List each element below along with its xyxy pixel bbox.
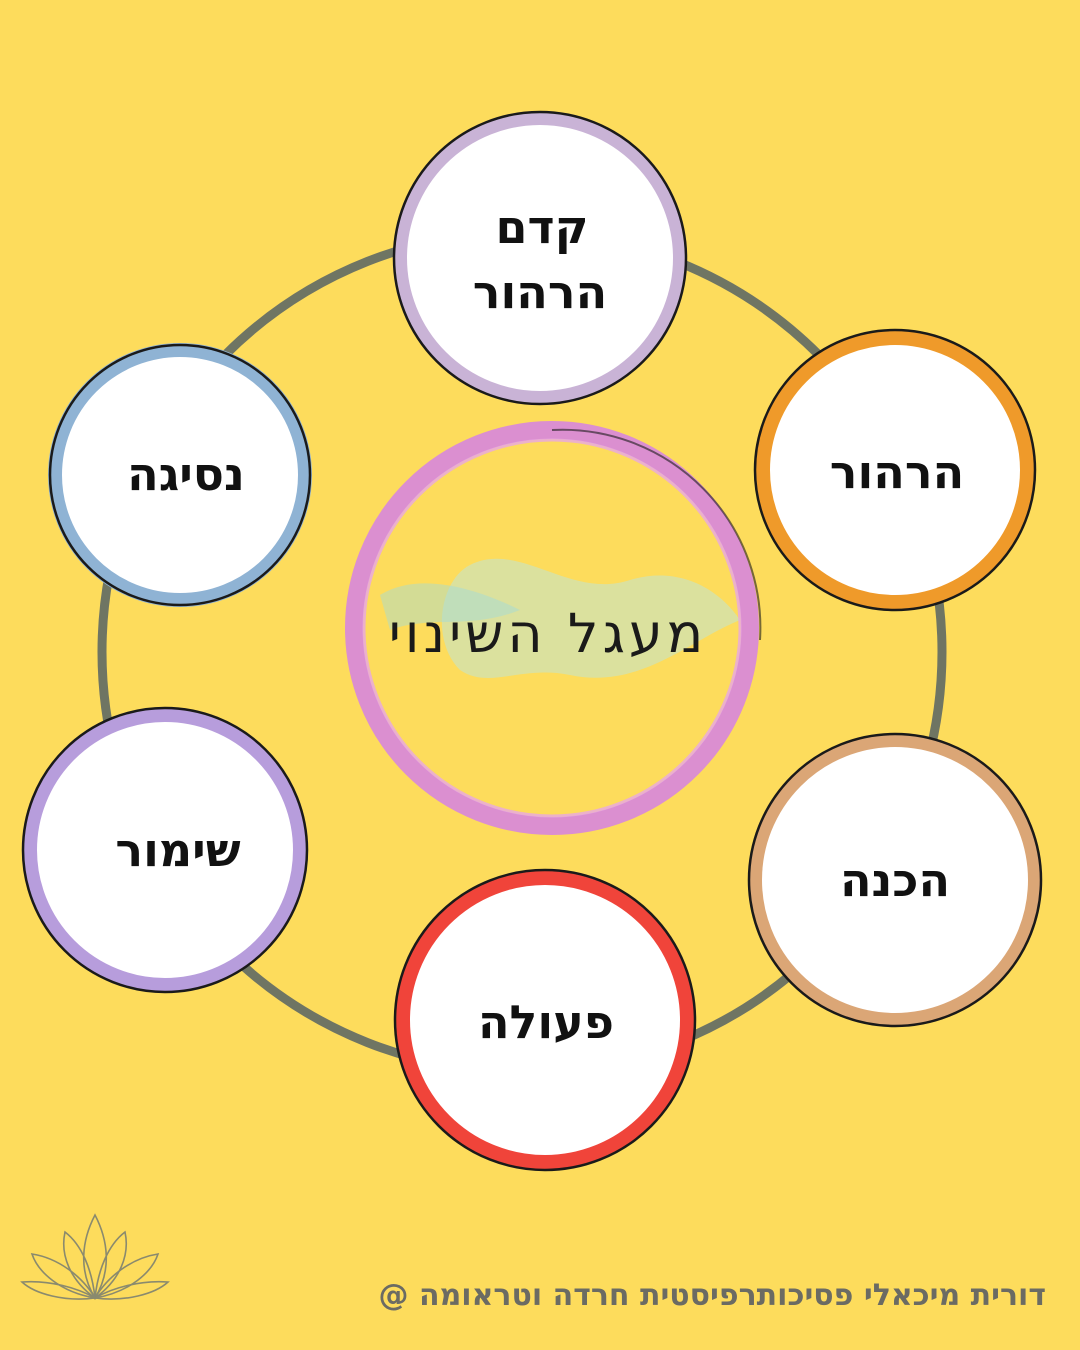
stage-label-maintenance: שימור xyxy=(115,823,240,877)
stage-preparation: הכנה xyxy=(747,732,1043,1028)
author-credit: דורית מיכאלי פסיכותרפיסטית חרדה וטראומה … xyxy=(378,1278,1046,1313)
stage-label-contemplation: הרהור xyxy=(830,445,964,499)
stage-maintenance: שימור xyxy=(21,706,309,994)
center-brush-circle: מעגל השינוי xyxy=(345,421,762,835)
stage-relapse: נסיגה xyxy=(48,343,312,607)
lotus-icon xyxy=(20,1213,170,1300)
stage-label-preparation: הכנה xyxy=(840,853,950,907)
stage-contemplation: הרהור xyxy=(753,328,1037,612)
stage-precontemplation: קדם הרהור xyxy=(392,110,688,406)
stage-label-precontemplation-line-2: הרהור xyxy=(473,265,607,319)
stage-action: פעולה xyxy=(393,868,697,1172)
center-title: מעגל השינוי xyxy=(389,602,708,665)
stage-label-relapse: נסיגה xyxy=(127,447,245,501)
stage-label-precontemplation-line-1: קדם xyxy=(496,200,589,254)
stage-label-action: פעולה xyxy=(478,995,614,1049)
